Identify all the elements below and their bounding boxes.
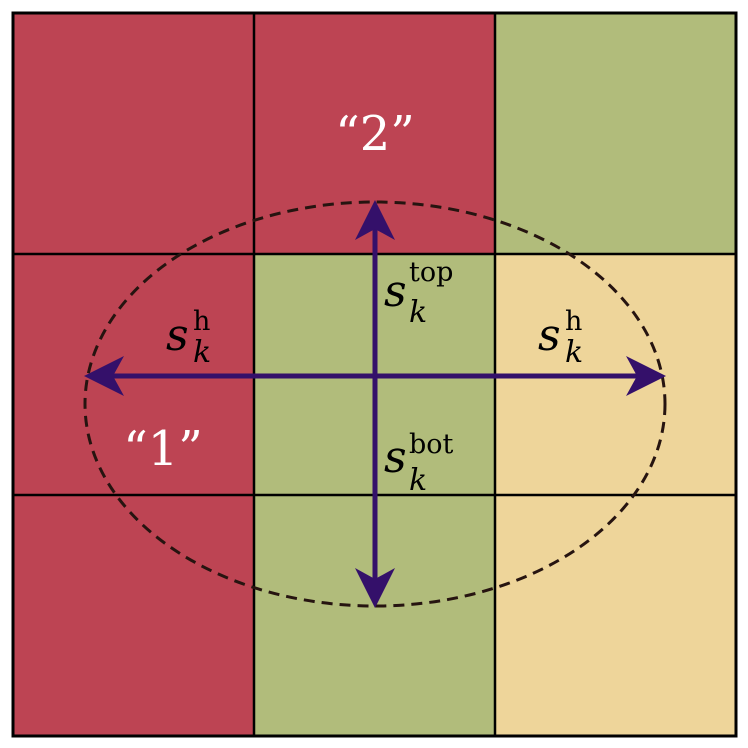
label-right-sup: h <box>565 306 582 337</box>
arrows <box>84 200 666 608</box>
label-top-sub: k <box>409 295 427 330</box>
label-right-base: s <box>538 310 561 361</box>
label-bottom-base: s <box>384 432 407 483</box>
region-label-2: “2” <box>335 106 415 162</box>
label-bottom-sup: bot <box>409 429 454 460</box>
cell-r0-c0 <box>13 13 254 254</box>
label-top-sup: top <box>409 257 453 288</box>
cell-r2-c0 <box>13 495 254 736</box>
label-left-base: s <box>166 310 189 361</box>
label-right-arrow: s h k <box>538 306 583 370</box>
label-left-arrow: s h k <box>166 306 211 370</box>
label-bottom-sub: k <box>409 463 427 498</box>
label-top-base: s <box>384 266 407 317</box>
cell-r2-c2 <box>495 495 736 736</box>
cell-r0-c2 <box>495 13 736 254</box>
label-top-arrow: s top k <box>384 257 453 330</box>
label-bottom-arrow: s bot k <box>384 429 454 498</box>
region-label-1: “1” <box>123 421 203 477</box>
neighborhood-ellipse <box>83 200 667 608</box>
grid-border <box>11 11 738 738</box>
label-right-sub: k <box>565 335 583 370</box>
label-left-sup: h <box>193 306 210 337</box>
label-left-sub: k <box>193 335 211 370</box>
